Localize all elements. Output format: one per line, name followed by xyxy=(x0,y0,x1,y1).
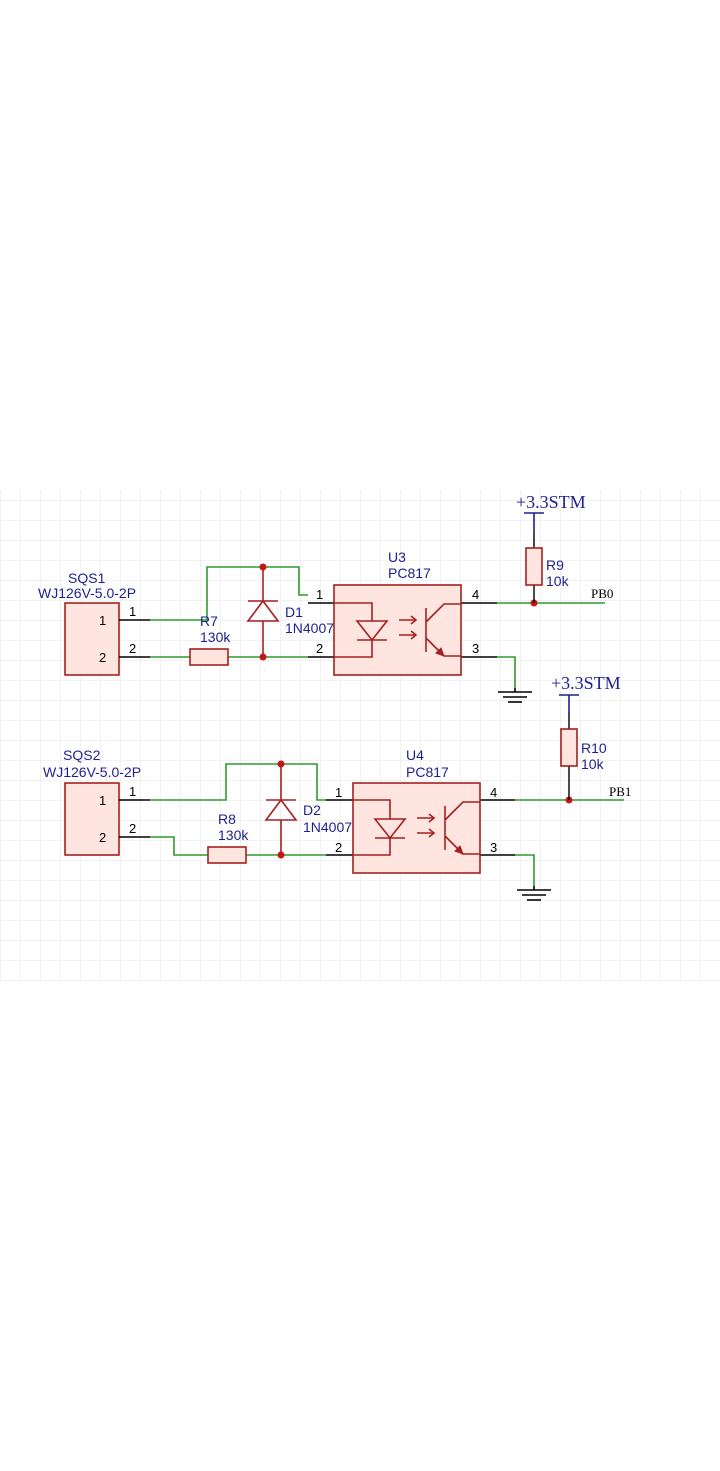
diode-ref: D1 xyxy=(285,604,303,620)
opto-pin-1: 1 xyxy=(335,785,342,800)
resistor-r8[interactable]: R8 130k xyxy=(207,811,249,864)
resistor-value: 10k xyxy=(581,756,605,772)
power-label: +3.3STM xyxy=(551,673,621,693)
diode-d2[interactable]: D2 1N4007 xyxy=(264,764,352,855)
net-label: PB0 xyxy=(591,586,613,601)
wire xyxy=(150,566,308,621)
wire xyxy=(497,656,516,688)
connector-ref: SQS2 xyxy=(63,747,101,763)
connector-pin-1: 1 xyxy=(99,613,106,628)
power-port: +3.3STM xyxy=(551,673,621,712)
optocoupler-ref: U4 xyxy=(406,747,424,763)
opto-pin-2: 2 xyxy=(316,641,323,656)
junction-dot xyxy=(277,851,285,859)
optocoupler-part: PC817 xyxy=(388,565,431,581)
resistor-r7[interactable]: R7 130k xyxy=(189,613,231,666)
resistor-r9[interactable]: R9 10k xyxy=(525,530,570,603)
channel-2: SQS2 WJ126V-5.0-2P 1 2 1 2 R8 130k D2 1N… xyxy=(43,673,631,901)
opto-pin-1: 1 xyxy=(316,587,323,602)
resistor-ref: R10 xyxy=(581,740,607,756)
connector-wire-pin-2: 2 xyxy=(129,821,136,836)
diode-part: 1N4007 xyxy=(303,819,352,835)
optocoupler-part: PC817 xyxy=(406,764,449,780)
opto-pin-4: 4 xyxy=(490,785,497,800)
connector-part: WJ126V-5.0-2P xyxy=(38,585,136,601)
diode-part: 1N4007 xyxy=(285,620,334,636)
junction-dot xyxy=(259,563,267,571)
connector-wire-pin-1: 1 xyxy=(129,784,136,799)
resistor-value: 130k xyxy=(200,629,231,645)
optocoupler-u3[interactable]: U3 PC817 1 2 4 3 xyxy=(308,549,497,676)
connector-pin-2: 2 xyxy=(99,650,106,665)
wire xyxy=(150,763,326,801)
net-label: PB1 xyxy=(609,784,631,799)
opto-pin-3: 3 xyxy=(490,840,497,855)
resistor-value: 130k xyxy=(218,827,249,843)
connector-wire-pin-2: 2 xyxy=(129,641,136,656)
ground-symbol xyxy=(498,688,532,703)
optocoupler-u4[interactable]: U4 PC817 1 2 4 3 xyxy=(326,747,515,874)
opto-pin-2: 2 xyxy=(335,840,342,855)
connector-wire-pin-1: 1 xyxy=(129,604,136,619)
wire xyxy=(150,836,208,856)
resistor-ref: R9 xyxy=(546,557,564,573)
opto-pin-4: 4 xyxy=(472,587,479,602)
connector-ref: SQS1 xyxy=(68,570,106,586)
optocoupler-ref: U3 xyxy=(388,549,406,565)
power-port: +3.3STM xyxy=(516,492,586,530)
diode-d1[interactable]: D1 1N4007 xyxy=(246,567,334,657)
junction-dot xyxy=(259,653,267,661)
junction-dot xyxy=(277,760,285,768)
connector-sqs2[interactable]: SQS2 WJ126V-5.0-2P 1 2 1 2 xyxy=(43,747,150,856)
power-label: +3.3STM xyxy=(516,492,586,512)
opto-pin-3: 3 xyxy=(472,641,479,656)
connector-pin-2: 2 xyxy=(99,830,106,845)
resistor-ref: R7 xyxy=(200,613,218,629)
ground-symbol xyxy=(517,886,551,901)
grid-background xyxy=(0,490,720,982)
connector-pin-1: 1 xyxy=(99,793,106,808)
diode-ref: D2 xyxy=(303,802,321,818)
resistor-ref: R8 xyxy=(218,811,236,827)
resistor-value: 10k xyxy=(546,573,570,589)
channel-1: SQS1 WJ126V-5.0-2P 1 2 1 2 R7 130k D1 1N… xyxy=(38,492,613,703)
wire xyxy=(515,854,535,886)
connector-part: WJ126V-5.0-2P xyxy=(43,764,141,780)
resistor-r10[interactable]: R10 10k xyxy=(560,712,607,800)
connector-sqs1[interactable]: SQS1 WJ126V-5.0-2P 1 2 1 2 xyxy=(38,570,150,676)
